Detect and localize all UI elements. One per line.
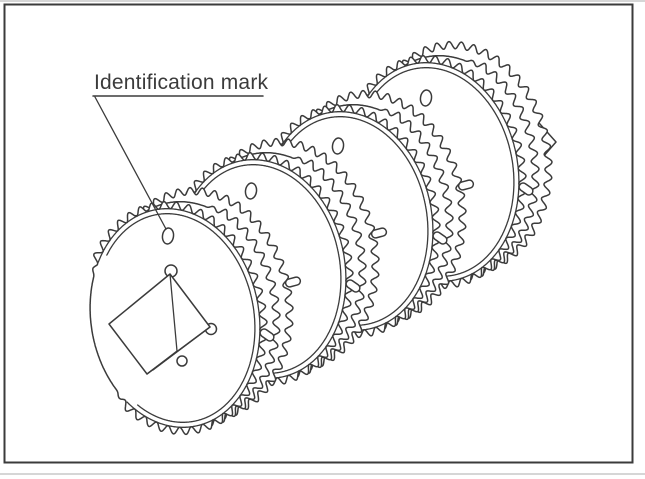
square-center-hole <box>108 264 218 375</box>
edge-pin <box>345 279 361 293</box>
rim-pin <box>284 276 302 288</box>
clutch-plate-1 <box>89 186 302 436</box>
identification-mark-hole <box>331 137 345 155</box>
identification-mark-label: Identification mark <box>94 71 269 94</box>
face-inner-edge-line <box>106 213 256 423</box>
figure-border <box>3 3 634 464</box>
rim-pin <box>370 227 388 239</box>
identification-mark-hole <box>419 89 433 107</box>
edge-pin <box>259 328 275 342</box>
tooth-root-line <box>97 208 261 428</box>
square-hole-lug <box>176 355 188 367</box>
edge-pin <box>518 182 534 196</box>
square-hole-depth-lines <box>146 273 211 375</box>
leader-line <box>94 96 167 230</box>
identification-mark-hole <box>161 227 175 245</box>
annotation-group: Identification mark <box>92 71 269 230</box>
rim-pin <box>457 179 475 191</box>
clutch-plates-group <box>89 40 557 436</box>
identification-mark-hole <box>244 182 258 200</box>
edge-pin <box>432 231 448 245</box>
